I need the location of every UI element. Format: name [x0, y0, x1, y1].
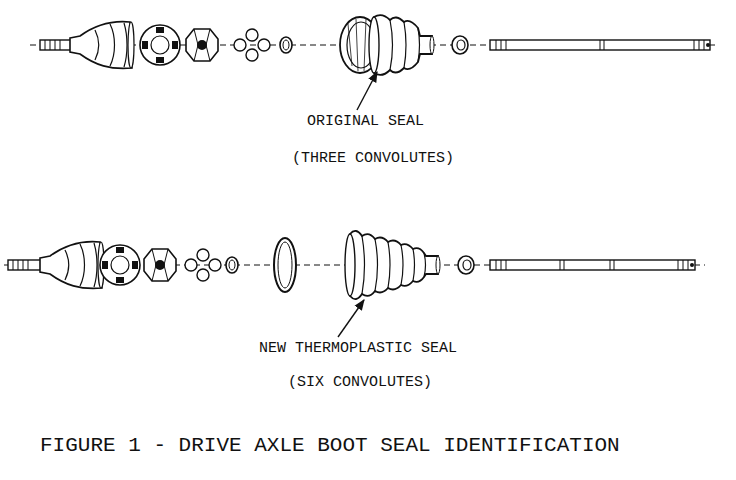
drawing-part	[280, 37, 292, 53]
part-label-slot: (SIX CONVOLUTES)	[288, 375, 432, 392]
drawing-part	[458, 256, 474, 274]
drawing-part	[340, 17, 380, 73]
drawing-part	[496, 40, 704, 50]
drawing-part	[40, 242, 104, 289]
drawing-part	[490, 40, 710, 50]
drawing-part	[144, 249, 176, 281]
drawing-part	[496, 260, 688, 270]
drawing-part	[362, 236, 426, 294]
drawing-part	[140, 25, 180, 65]
new-axle-assembly	[8, 231, 695, 299]
drawing-part	[490, 260, 695, 270]
drawing-part	[436, 256, 440, 274]
part-label-slot: (THREE CONVOLUTES)	[292, 151, 454, 168]
figure-caption: FIGURE 1 - DRIVE AXLE BOOT SEAL IDENTIFI…	[40, 434, 620, 457]
drawing-part	[357, 72, 377, 110]
drawing-part	[8, 260, 42, 270]
drawing-part	[345, 234, 355, 296]
drawing-part	[70, 22, 134, 69]
drawing-part	[45, 40, 60, 50]
part-label: NEW THERMOPLASTIC SEAL	[259, 341, 457, 358]
drawing-part	[185, 249, 221, 281]
drawing-part	[390, 20, 420, 70]
part-label: (THREE CONVOLUTES)	[292, 151, 454, 168]
part-label: ORIGINAL SEAL	[307, 114, 424, 131]
part-label: (SIX CONVOLUTES)	[288, 375, 432, 392]
leader-line	[338, 72, 377, 337]
drawing-part	[690, 263, 694, 267]
drawing-part	[234, 29, 270, 61]
part-label-slot: NEW THERMOPLASTIC SEAL	[259, 341, 457, 358]
drawing-part	[274, 238, 296, 292]
drawing-part	[430, 36, 434, 54]
drawing-part	[186, 29, 218, 61]
drawing-part	[13, 260, 28, 270]
drawing-part	[40, 40, 72, 50]
drawing-part	[452, 36, 468, 54]
drawing-part	[374, 15, 432, 75]
drawing-part	[338, 300, 364, 337]
drawing-part	[706, 43, 710, 47]
original-axle-assembly	[40, 15, 710, 75]
drawing-part	[100, 245, 140, 285]
drawing-part	[369, 17, 379, 73]
drawing-part	[278, 242, 292, 288]
drawing-part	[226, 257, 238, 273]
part-label-slot: ORIGINAL SEAL	[307, 114, 424, 131]
drawing-part	[350, 231, 438, 299]
figure-caption-slot: FIGURE 1 - DRIVE AXLE BOOT SEAL IDENTIFI…	[40, 434, 620, 457]
